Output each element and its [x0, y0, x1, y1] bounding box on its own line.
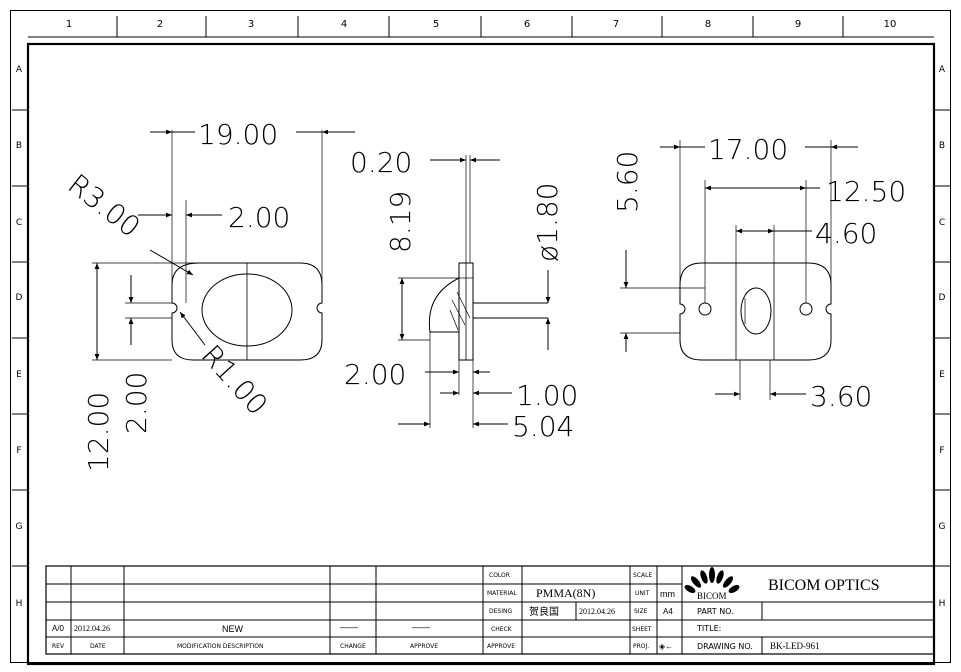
title-block-labels: COLOR MATERIAL DESING CHECK APPROVE SCAL… — [52, 572, 652, 650]
dim-back-hole-spacing: 12.50 — [826, 175, 906, 208]
dim-side-diameter: ø1.80 — [531, 183, 564, 262]
col-label: 5 — [433, 19, 439, 30]
label-design: DESING — [489, 608, 512, 615]
label-sheet: SHEET — [632, 626, 652, 633]
label-unit: UNIT — [635, 590, 650, 597]
company-name: BICOM OPTICS — [768, 577, 880, 594]
col-label: 6 — [524, 19, 530, 30]
label-scale: SCALE — [633, 572, 652, 579]
row-label: C — [16, 218, 22, 228]
back-hole-left — [698, 302, 712, 316]
label-change: CHANGE — [340, 643, 366, 650]
dim-front-slot-radius: R1.00 — [195, 339, 274, 422]
col-label: 10 — [884, 19, 897, 30]
col-label: 4 — [341, 19, 347, 30]
row-label: A — [939, 65, 946, 75]
dim-side-base-height: 2.00 — [344, 358, 406, 391]
value-unit: mm — [660, 589, 675, 599]
value-material: PMMA(8N) — [536, 586, 595, 600]
row-label: H — [16, 599, 23, 609]
row-label: F — [16, 446, 21, 456]
row-label: G — [16, 522, 23, 532]
col-label: 1 — [66, 19, 72, 30]
label-size: SIZE — [634, 608, 648, 615]
label-material: MATERIAL — [487, 590, 517, 597]
dim-front-height: 12.00 — [82, 392, 115, 472]
value-designer: 贺良国 — [529, 605, 559, 618]
back-dimension-labels: 17.00 12.50 4.60 5.60 3.60 — [611, 133, 906, 413]
dim-back-inner-width: 4.60 — [815, 217, 877, 250]
label-rev: REV — [52, 643, 65, 650]
value-approve-mark: —— — [412, 622, 430, 632]
value-rev: A/0 — [52, 624, 65, 633]
side-dimension-labels: 0.20 8.19 ø1.80 2.00 1.00 5.04 — [344, 146, 578, 443]
back-lens — [740, 287, 772, 335]
label-date: DATE — [90, 643, 106, 650]
drawing-frame — [10, 10, 951, 666]
row-label: B — [939, 141, 945, 151]
dim-side-flange: 1.00 — [516, 379, 578, 412]
logo-text: BICOM — [697, 591, 727, 601]
dim-back-width: 17.00 — [708, 133, 788, 166]
col-label: 3 — [248, 19, 254, 30]
title-block-values: PMMA(8N) 贺良国 2012.04.26 mm A4 ◈← BK-LED-… — [52, 586, 820, 651]
dim-front-width: 19.00 — [198, 118, 278, 151]
label-approve-col: APPROVE — [410, 643, 438, 650]
front-view — [92, 129, 355, 361]
back-outline — [679, 262, 832, 361]
row-label: G — [939, 522, 946, 532]
col-label: 8 — [705, 19, 711, 30]
row-ticks — [12, 109, 950, 567]
side-lens-dome — [428, 277, 460, 333]
row-label: B — [16, 141, 22, 151]
label-proj: PROJ. — [633, 643, 649, 650]
row-label: F — [939, 446, 944, 456]
company-logo: BICOM BICOM OPTICS — [684, 567, 880, 601]
back-view — [620, 140, 858, 400]
label-part-no: PART NO. — [697, 607, 734, 616]
row-label: D — [16, 293, 23, 303]
value-rev-date: 2012.04.26 — [74, 624, 110, 633]
value-size: A4 — [663, 607, 673, 616]
front-outline — [171, 262, 323, 361]
label-title: TITLE: — [696, 624, 721, 633]
title-block — [45, 565, 935, 655]
value-design-date: 2012.04.26 — [579, 607, 615, 616]
value-drawing-no: BK-LED-961 — [770, 641, 820, 651]
value-rev-desc: NEW — [222, 624, 244, 634]
col-label: 9 — [795, 19, 801, 30]
back-hole-right — [799, 302, 813, 316]
col-label: 7 — [613, 19, 619, 30]
label-modification: MODIFICATION DESCRIPTION — [177, 643, 264, 650]
row-label: A — [16, 65, 23, 75]
label-approve: APPROVE — [487, 643, 515, 650]
label-color: COLOR — [489, 572, 510, 579]
dim-side-thickness: 0.20 — [350, 146, 412, 179]
title-block-labels-right: PART NO. TITLE: DRAWING NO. — [696, 607, 753, 651]
column-ticks — [28, 16, 934, 38]
value-change-mark: —— — [340, 622, 358, 632]
dim-side-total-depth: 5.04 — [512, 410, 574, 443]
row-labels: A A B B C C D D E E F F G G H H — [16, 65, 946, 609]
side-view — [398, 155, 551, 428]
row-label: C — [939, 218, 945, 228]
dim-front-slot-width: 2.00 — [228, 201, 290, 234]
dim-front-slot-height: 2.00 — [120, 372, 153, 434]
row-label: E — [939, 370, 945, 380]
dim-side-height: 8.19 — [384, 191, 417, 253]
dim-back-lens-width: 3.60 — [810, 380, 872, 413]
dim-front-corner-radius: R3.00 — [62, 168, 147, 244]
col-label: 2 — [157, 19, 163, 30]
column-labels: 1 2 3 4 5 6 7 8 9 10 — [66, 19, 897, 30]
row-label: D — [939, 293, 946, 303]
front-dimension-labels: 19.00 2.00 R3.00 R1.00 12.00 2.00 — [62, 118, 291, 472]
value-proj-symbol: ◈← — [659, 642, 673, 651]
row-label: E — [16, 370, 22, 380]
fan-icon — [684, 567, 740, 593]
dim-back-height: 5.60 — [611, 151, 644, 213]
label-check: CHECK — [491, 626, 513, 633]
label-drawing-no: DRAWING NO. — [697, 642, 753, 651]
row-label: H — [939, 599, 946, 609]
